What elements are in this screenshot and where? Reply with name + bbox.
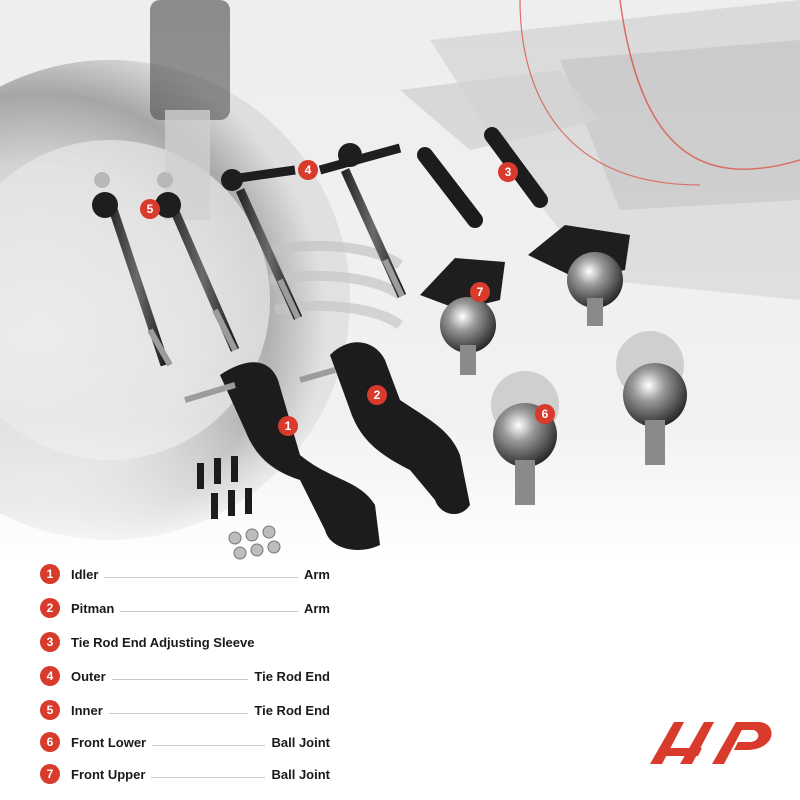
legend-leader-line: [120, 610, 298, 612]
legend-number: 6: [40, 732, 60, 752]
callout-badge-4: 4: [298, 160, 318, 180]
legend-right-label: Arm: [303, 600, 330, 616]
legend-leader-line: [104, 576, 298, 578]
pitman-arm-part: [299, 342, 470, 515]
callout-badge-5: 5: [140, 199, 160, 219]
callout-badge-6: 6: [535, 404, 555, 424]
legend-number: 2: [40, 598, 60, 618]
hardware-bolts-part: [197, 456, 252, 519]
legend-right-label: Arm: [303, 566, 330, 582]
legend-row-adjusting-sleeve: 3 Tie Rod End Adjusting Sleeve: [40, 631, 330, 653]
legend-number: 3: [40, 632, 60, 652]
legend-row-front-lower-ball-joint: 6 Front Lower Ball Joint: [40, 731, 330, 753]
legend-number: 5: [40, 700, 60, 720]
legend-left-label: Front Lower: [71, 734, 147, 750]
legend-row-idler-arm: 1 Idler Arm: [40, 563, 330, 585]
legend-right-label: Tie Rod End: [254, 668, 330, 684]
legend-leader-line: [152, 744, 266, 746]
legend-leader-line: [111, 678, 249, 680]
upper-ball-joint-part: [420, 225, 630, 375]
legend-leader-line: [151, 776, 266, 778]
brand-logo-icon: [650, 722, 772, 764]
legend-right-label: Ball Joint: [271, 734, 330, 750]
legend-leader-line: [108, 712, 249, 714]
legend-number: 1: [40, 564, 60, 584]
legend-left-label: Outer: [71, 668, 106, 684]
legend-right-label: Tie Rod End: [254, 702, 330, 718]
callout-badge-7: 7: [470, 282, 490, 302]
legend-left-label: Idler: [71, 566, 99, 582]
callout-badge-2: 2: [367, 385, 387, 405]
legend-number: 7: [40, 764, 60, 784]
legend-row-front-upper-ball-joint: 7 Front Upper Ball Joint: [40, 763, 330, 785]
hardware-nuts-part: [228, 525, 281, 560]
inner-tie-rod-end-part: [92, 172, 240, 367]
legend-left-label: Tie Rod End Adjusting Sleeve: [71, 634, 255, 650]
legend-right-label: Ball Joint: [271, 766, 330, 782]
idler-arm-part: [184, 362, 380, 550]
callout-badge-3: 3: [498, 162, 518, 182]
legend-left-label: Pitman: [71, 600, 115, 616]
legend-row-outer-tie-rod-end: 4 Outer Tie Rod End: [40, 665, 330, 687]
suspension-background-image: [0, 0, 800, 560]
legend-row-inner-tie-rod-end: 5 Inner Tie Rod End: [40, 699, 330, 721]
legend-left-label: Inner: [71, 702, 103, 718]
callout-badge-1: 1: [278, 416, 298, 436]
legend-left-label: Front Upper: [71, 766, 146, 782]
legend-row-pitman-arm: 2 Pitman Arm: [40, 597, 330, 619]
outer-tie-rod-end-part: [221, 143, 407, 320]
legend-number: 4: [40, 666, 60, 686]
